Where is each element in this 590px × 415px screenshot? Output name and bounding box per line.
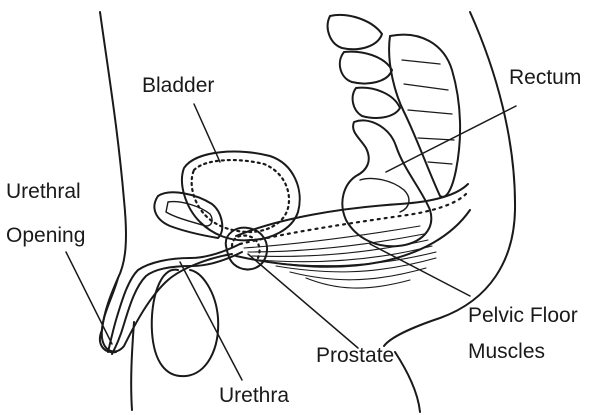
bladder-inner-wall (192, 160, 289, 232)
leader-urethral-opening (66, 252, 112, 344)
buttock-outline (395, 352, 420, 412)
urethra-lower (112, 252, 242, 354)
vertebra-1 (328, 15, 382, 49)
leader-prostate (248, 254, 358, 348)
vertebra-3 (353, 88, 400, 118)
label-urethra: Urethra (219, 384, 289, 408)
label-urethral-opening-line1: Urethral (6, 180, 81, 204)
leader-bladder (194, 104, 220, 162)
label-urethral-opening-line2: Opening (6, 224, 85, 248)
thigh-outline (131, 322, 134, 410)
leader-urethra (180, 262, 242, 380)
label-rectum: Rectum (509, 66, 581, 90)
label-prostate: Prostate (316, 344, 394, 368)
rectum-outline (342, 120, 431, 246)
sacrum (389, 35, 460, 197)
sacrum-ridges (402, 60, 454, 164)
label-pelvic-floor-line2: Muscles (468, 340, 545, 364)
label-pelvic-floor-line1: Pelvic Floor (468, 304, 578, 328)
vertebra-2 (340, 52, 392, 84)
label-bladder: Bladder (142, 74, 214, 98)
front-body-outline (100, 12, 126, 330)
leader-pelvic-floor (370, 244, 470, 296)
